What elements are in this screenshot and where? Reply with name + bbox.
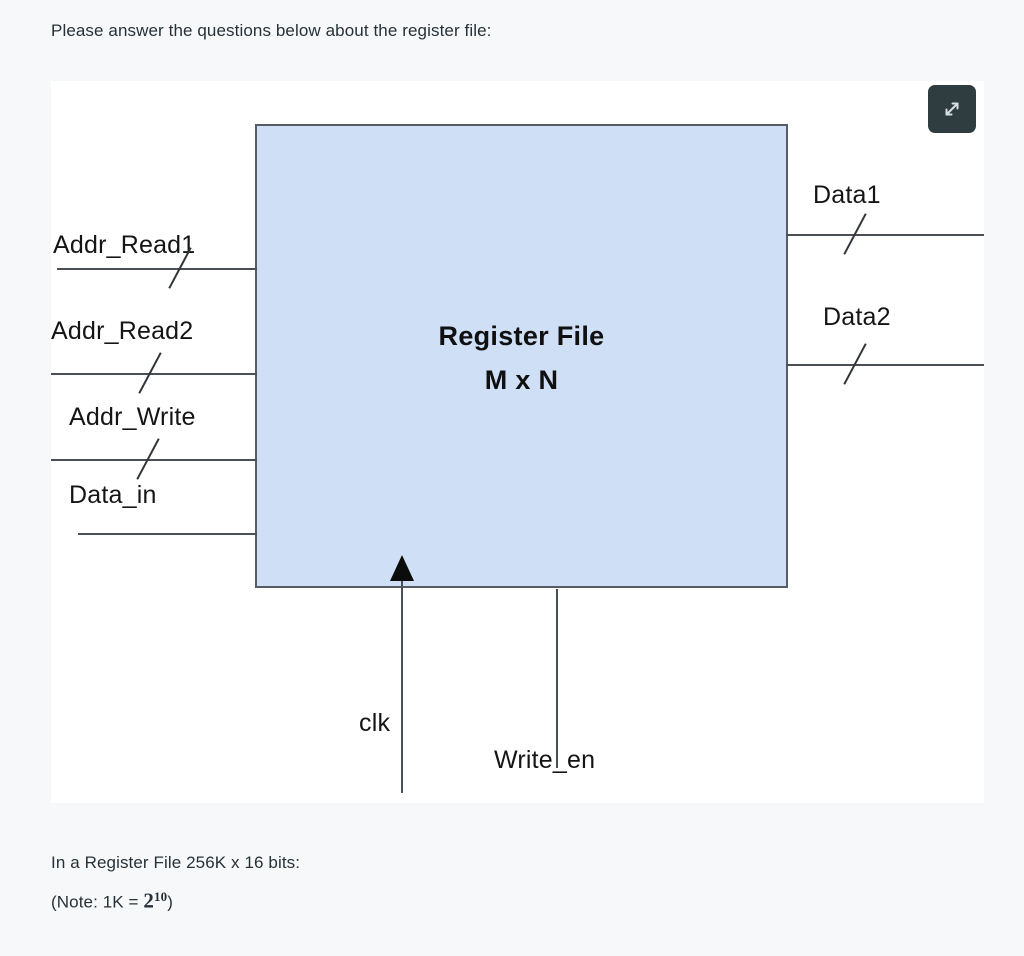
note-exponent: 10 (154, 889, 168, 904)
input-label-addr-write: Addr_Write (69, 403, 196, 431)
output-label-data2: Data2 (823, 303, 891, 331)
input-label-data-in: Data_in (69, 481, 157, 509)
input-wire-addr-read1 (57, 268, 257, 270)
block-title-line1: Register File (438, 321, 605, 351)
clock-edge-triangle-icon (390, 555, 414, 581)
note-prefix: (Note: 1K = (51, 892, 144, 912)
figure-panel: Register File M x N Addr_Read1 Addr_Read… (51, 81, 984, 803)
register-file-diagram: Register File M x N Addr_Read1 Addr_Read… (51, 81, 984, 803)
footer-line-spec: In a Register File 256K x 16 bits: (51, 853, 301, 872)
block-title: Register File M x N (255, 314, 788, 402)
input-label-addr-read1: Addr_Read1 (53, 231, 196, 259)
note-base: 2 (143, 888, 154, 913)
bottom-label-write-en: Write_en (494, 746, 596, 774)
output-label-data1: Data1 (813, 181, 881, 209)
write-enable-wire (556, 589, 558, 768)
block-title-line2: M x N (484, 365, 559, 395)
expand-image-button[interactable] (928, 85, 976, 133)
clock-wire (401, 578, 403, 793)
footer-line-note: (Note: 1K = 210) (51, 885, 173, 915)
question-prompt: Please answer the questions below about … (51, 21, 492, 40)
input-wire-addr-write (51, 459, 257, 461)
bottom-label-clk: clk (359, 709, 391, 737)
expand-diagonal-arrows-icon (940, 97, 964, 121)
output-wire-data1 (786, 234, 984, 236)
input-wire-addr-read2 (51, 373, 257, 375)
output-wire-data2 (786, 364, 984, 366)
input-label-addr-read2: Addr_Read2 (51, 317, 194, 345)
input-wire-data-in (78, 533, 257, 535)
register-file-block (255, 124, 788, 588)
note-suffix: ) (167, 892, 173, 912)
